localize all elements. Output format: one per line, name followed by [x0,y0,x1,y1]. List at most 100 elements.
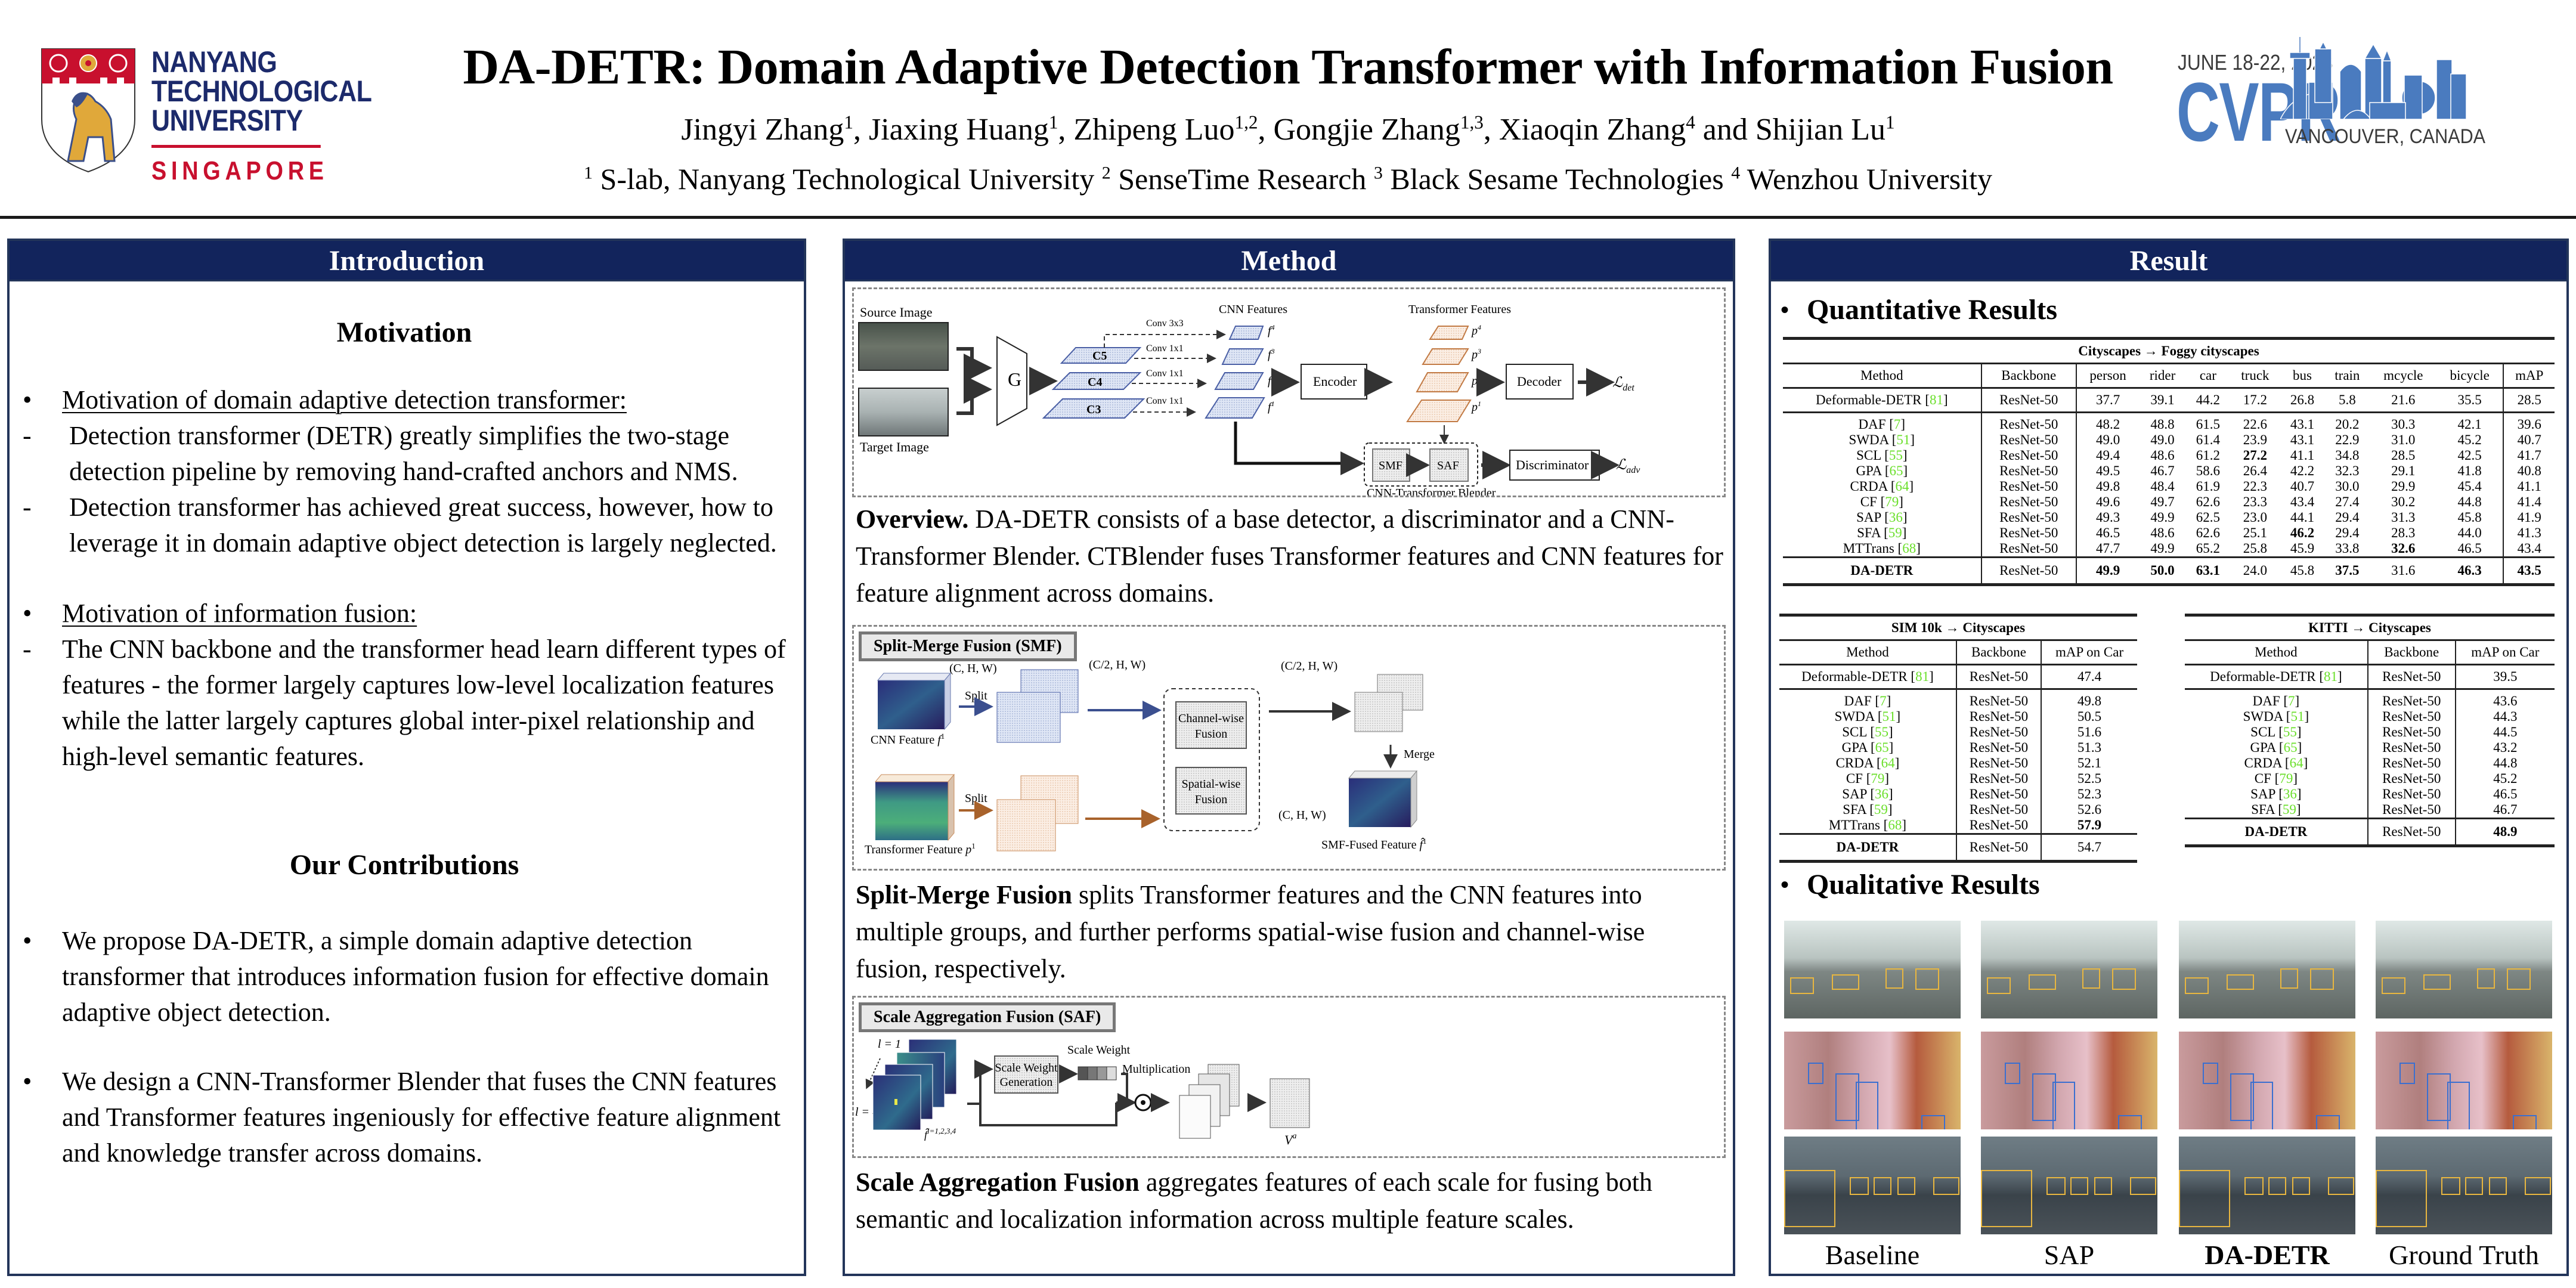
backbone-cell: ResNet-50 [2367,664,2456,690]
cvpr-logo: JUNE 18-22, 2023 CVPR [2176,36,2546,155]
backbone-cell: ResNet-50 [1981,556,2077,586]
dash-glyph: - [23,634,32,664]
value-cell: 41.7 [2517,448,2541,463]
backbone-cell: ResNet-50 [1956,724,2042,740]
loss-det: ℒdet [1612,375,1634,393]
detection-box [2244,1177,2264,1195]
backbone-cell: ResNet-50 [1956,664,2042,690]
cnn-feature-maps [1205,326,1265,419]
backbone-G [996,336,1027,426]
motivation-block-2: •Motivation of information fusion: -The … [23,596,786,775]
value-cell: 57.9 [2077,818,2102,832]
value-cell: 31.3 [2391,510,2416,525]
value-cell: 30.3 [2391,417,2416,432]
column-header: person [2076,363,2140,389]
citation-ref: 36 [1888,510,1903,525]
poster-header: NANYANG TECHNOLOGICAL UNIVERSITY SINGAPO… [0,0,2576,219]
smf-box [1372,448,1410,482]
poster-title: DA-DETR: Domain Adaptive Detection Trans… [463,39,2113,95]
backbone-cell: ResNet-50 [1981,494,2077,510]
scale-weight-label: Scale Weight [1067,1044,1131,1057]
motivation-point: The CNN backbone and the transformer hea… [62,634,786,771]
cnn-feature-cube [877,672,952,730]
decoder-label: Decoder [1517,374,1562,389]
detection-box [2179,1170,2230,1227]
motivation-label-2: Motivation of information fusion: [62,599,417,628]
value-cell: 41.9 [2517,510,2541,525]
split-label: Split [965,792,987,805]
detection-box [2513,1115,2537,1129]
author: Xiaoqin Zhang4 [1498,112,1695,147]
svg-text:C4: C4 [1088,376,1102,389]
parked-cars-scene-ground-truth [2376,1137,2552,1234]
method-cell: DA-DETR [1779,833,1957,863]
value-cell: 30.0 [2335,479,2360,494]
citation-ref: 81 [1929,392,1943,407]
saf-label: SAF [1437,459,1459,472]
value-cell: 43.1 [2290,417,2315,432]
svg-text:C3: C3 [1086,403,1101,416]
value-cell: 45.4 [2436,479,2504,494]
ntu-wordmark: NANYANG TECHNOLOGICAL UNIVERSITY SINGAPO… [151,47,372,185]
detection-box [2328,1177,2354,1195]
dash-glyph: - [23,493,32,522]
channel-fusion-label: Fusion [1195,727,1227,741]
value-cell: 41.8 [2436,463,2504,479]
result-title: Result [1771,241,2566,281]
column-header: Backbone [1956,640,2042,665]
column-header: Method [1779,640,1957,665]
value-cell: 43.2 [2493,740,2518,755]
detection-box [2046,1177,2066,1195]
citation-ref: 64 [1895,479,1909,494]
value-cell: 65.2 [2196,541,2220,556]
architecture-diagram: Source Image Target Image G C5 C4 C3 Con… [858,303,1640,500]
cnn-level-c3: C3 [1042,398,1145,419]
detection-box [2465,1177,2483,1195]
detection-box [2316,1115,2340,1129]
value-cell: 52.1 [2077,756,2102,770]
detection-box [2094,1177,2112,1195]
value-cell: 48.9 [2455,818,2555,847]
detection-box [2427,1073,2451,1121]
value-cell: 51.6 [2077,724,2102,739]
detection-box [2280,968,2298,989]
introduction-panel: Introduction Motivation •Motivation of d… [7,239,806,1276]
value-cell: 42.2 [2290,463,2315,478]
backbone-cell: ResNet-50 [1956,787,2042,802]
decoder-box [1506,364,1574,400]
detection-box [1987,977,2011,994]
method-cell: SCL [55] [2185,724,2368,740]
citation-ref: 51 [1882,709,1896,724]
detection-box [1921,1115,1945,1129]
value-cell: 51.3 [2077,740,2102,755]
detection-box [2376,1170,2427,1227]
detection-box [2005,1063,2020,1084]
bullet-glyph: • [23,385,32,414]
method-cell: SAP [36] [1779,787,1957,802]
svg-text:p3: p3 [1470,347,1481,361]
affiliation-list: 1 S-lab, Nanyang Technological Universit… [382,156,2194,202]
citation-ref: 65 [1889,463,1903,478]
detection-box [1915,968,1939,990]
table-caption: SIM 10k → Cityscapes [1779,614,2137,641]
backbone-cell: ResNet-50 [1981,432,2077,448]
value-cell: 46.5 [2095,525,2120,540]
output-label: Va [1284,1132,1296,1147]
value-cell: 23.0 [2243,510,2268,525]
detection-box [2227,974,2254,990]
value-cell: 62.5 [2196,510,2220,525]
value-cell: 48.6 [2150,525,2175,540]
value-cell: 49.4 [2095,448,2120,463]
cnn-level-c5: C5 [1060,347,1142,364]
detection-box [1790,977,1814,994]
citation-ref: 59 [2282,802,2296,817]
